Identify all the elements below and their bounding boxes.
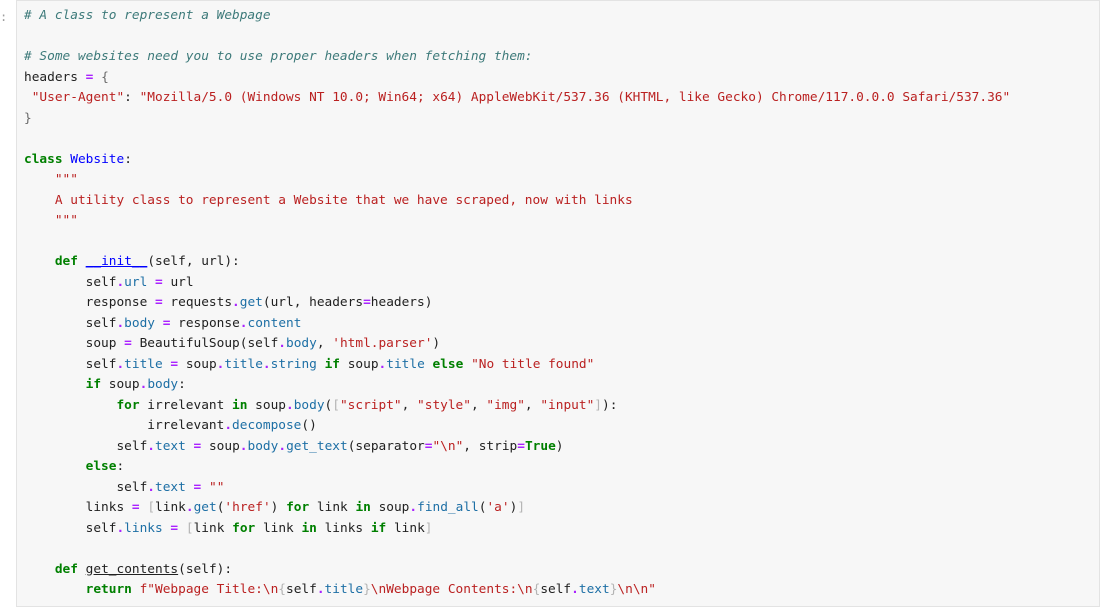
code-line-28: def get_contents(self): xyxy=(54,561,233,577)
code-line-10: A utility class to represent a Website t… xyxy=(24,191,1099,212)
no-title-string: "No title found" xyxy=(471,356,595,372)
docstring-open: """ xyxy=(54,172,78,187)
code-line-26: self.links = [link for link in links if … xyxy=(24,520,433,536)
code-line-20: for irrelevant in soup.body(["script", "… xyxy=(116,397,618,413)
tag-script-string: "script" xyxy=(339,397,402,413)
code-line-19: if soup.body: xyxy=(85,377,186,392)
headers-var: headers xyxy=(24,69,78,85)
init-method-name: __init__ xyxy=(85,254,148,269)
cell-prompt: : xyxy=(0,10,8,24)
empty-string: "" xyxy=(208,479,225,495)
code-line-9: """ xyxy=(24,170,1099,191)
code-line-27 xyxy=(24,539,1099,560)
fstring-mid: \nWebpage Contents:\n xyxy=(370,582,533,597)
code-line-2 xyxy=(24,27,1099,48)
get-contents-method-name: get_contents xyxy=(85,561,179,577)
code-line-4: headers = { xyxy=(24,69,109,85)
code-line-14: self.url = url xyxy=(24,274,194,290)
code-line-8: class Website: xyxy=(24,151,132,167)
docstring-text: A utility class to represent a Website t… xyxy=(54,192,633,208)
comment-class: # A class to represent a Webpage xyxy=(24,8,271,23)
code-line-24: self.text = "" xyxy=(24,479,225,495)
tag-img-string: "img" xyxy=(486,397,525,413)
tag-input-string: "input" xyxy=(540,397,595,413)
code-cell[interactable]: # A class to represent a Webpage # Some … xyxy=(16,0,1100,607)
tag-style-string: "style" xyxy=(417,397,471,413)
code-line-7 xyxy=(24,129,1099,150)
fstring-start: f"Webpage Title:\n xyxy=(139,582,279,597)
comment-headers: # Some websites need you to use proper h… xyxy=(24,49,533,64)
a-string: 'a' xyxy=(486,500,510,515)
code-line-16: self.body = response.content xyxy=(24,315,302,331)
code-line-21: irrelevant.decompose() xyxy=(24,418,317,433)
code-line-23: else: xyxy=(85,459,125,474)
code-line-17: soup = BeautifulSoup(self.body, 'html.pa… xyxy=(24,336,441,351)
class-name: Website xyxy=(70,151,125,167)
code-line-1: # A class to represent a Webpage xyxy=(24,6,1099,27)
code-line-3: # Some websites need you to use proper h… xyxy=(24,47,1099,68)
code-line-11: """ xyxy=(24,211,1099,232)
code-editor[interactable]: # A class to represent a Webpage # Some … xyxy=(17,1,1099,601)
code-line-13: def __init__(self, url): xyxy=(54,254,240,269)
user-agent-key: "User-Agent" xyxy=(31,90,125,105)
fstring-end: \n\n" xyxy=(617,582,656,597)
code-line-25: links = [link.get('href') for link in so… xyxy=(24,500,526,515)
code-line-12 xyxy=(24,232,1099,253)
code-line-6: } xyxy=(24,110,32,126)
code-line-29: return f"Webpage Title:\n{self.title}\nW… xyxy=(85,582,656,597)
code-line-15: response = requests.get(url, headers=hea… xyxy=(24,295,433,310)
user-agent-value: "Mozilla/5.0 (Windows NT 10.0; Win64; x6… xyxy=(139,90,1011,105)
code-line-22: self.text = soup.body.get_text(separator… xyxy=(24,438,564,454)
href-string: 'href' xyxy=(224,500,271,515)
parser-string: 'html.parser' xyxy=(332,336,433,351)
code-line-18: self.title = soup.title.string if soup.t… xyxy=(24,356,595,372)
code-line-5: "User-Agent": "Mozilla/5.0 (Windows NT 1… xyxy=(31,90,1011,105)
docstring-close: """ xyxy=(54,213,78,228)
newline-string: "\n" xyxy=(432,438,464,454)
